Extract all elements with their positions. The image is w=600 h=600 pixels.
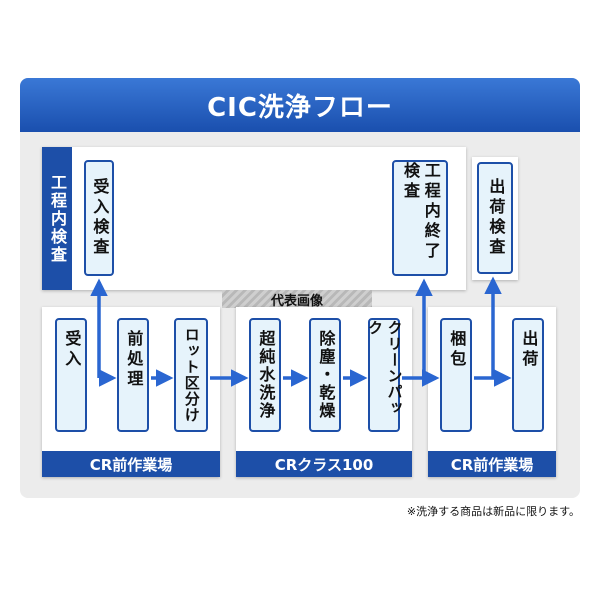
receiving-inspection-box: 受入検査 xyxy=(84,160,114,276)
step-pretreatment-box: 前処理 xyxy=(117,318,149,432)
page-title: CIC洗浄フロー xyxy=(20,78,580,132)
step-receive-box: 受入 xyxy=(55,318,87,432)
step-shipping-box: 出荷 xyxy=(512,318,544,432)
process-end-inspection-box: 工程内終了検査 xyxy=(392,160,448,276)
inspection-zone-label: 工程内検査 xyxy=(42,147,72,290)
step-lot-sort-box: ロット区分け xyxy=(174,318,208,432)
step-packing-box: 梱包 xyxy=(440,318,472,432)
step-clean-pack-box: クリーンパック xyxy=(366,318,404,432)
representative-image-label: 代表画像 xyxy=(222,290,372,309)
zone-3-label: CR前作業場 xyxy=(428,451,556,477)
step-dust-dry-box: 除塵・乾燥 xyxy=(309,318,341,432)
footnote: ※洗浄する商品は新品に限ります。 xyxy=(406,505,580,518)
shipping-inspection-box: 出荷検査 xyxy=(477,162,513,274)
zone-1-label: CR前作業場 xyxy=(42,451,220,477)
step-ultrapure-wash-box: 超純水洗浄 xyxy=(249,318,281,432)
zone-2-label: CRクラス100 xyxy=(236,451,412,477)
